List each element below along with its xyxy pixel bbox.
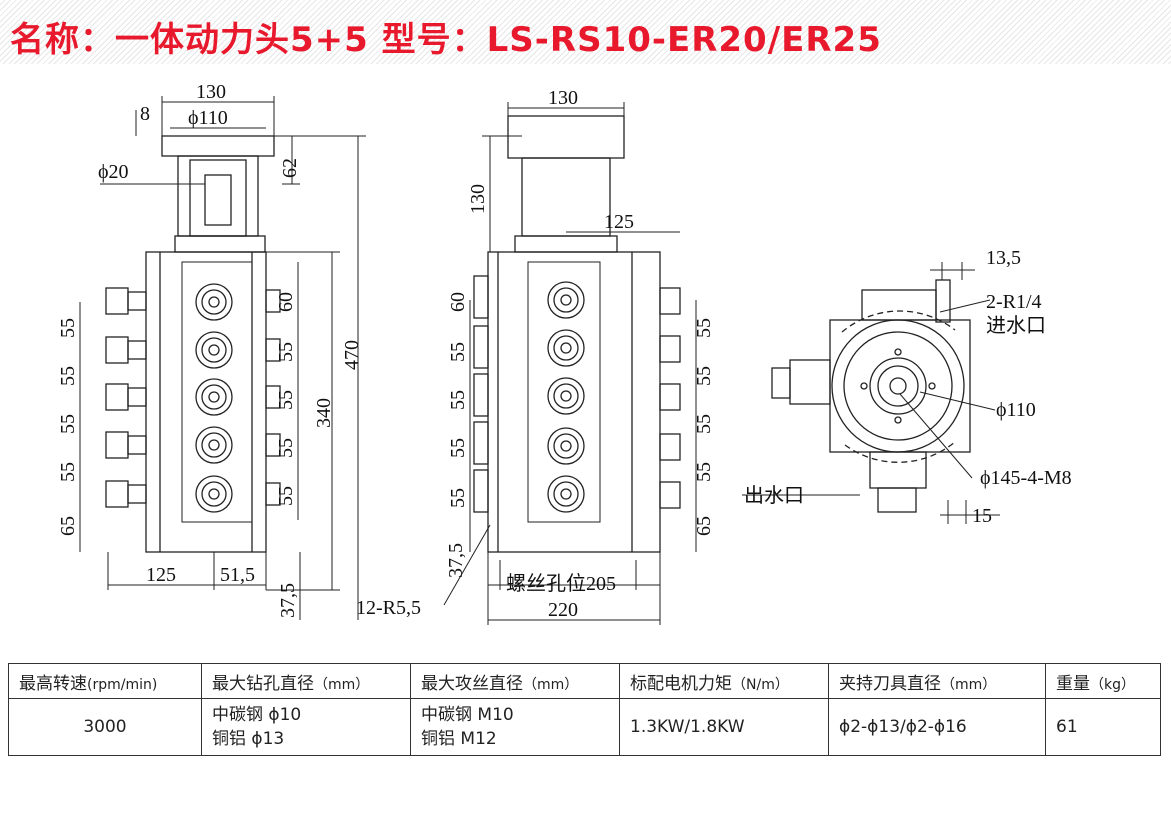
header-speed: 最高转速(rpm/min) xyxy=(8,663,202,699)
dim-mid-left-pitch-4: 55 xyxy=(447,488,469,508)
dim-right-d110: ϕ110 xyxy=(996,399,1036,421)
dim-left-right-pitch-4: 55 xyxy=(275,486,297,506)
dim-left-pitch-1: 55 xyxy=(57,318,79,338)
dim-left-flange-dia: ϕ110 xyxy=(188,107,228,129)
dim-right-d145: ϕ145-4-M8 xyxy=(980,467,1072,489)
dim-mid-h130: 130 xyxy=(467,184,489,214)
dim-left-h62: 62 xyxy=(279,158,301,178)
dim-mid-r-label: 12-R5,5 xyxy=(356,597,421,619)
dim-mid-top-width: 130 xyxy=(548,87,578,109)
dim-left-bottom: 65 xyxy=(57,516,79,536)
dim-left-right-pitch-2: 55 xyxy=(275,390,297,410)
cell-tap-copper: 铜铝 M12 xyxy=(421,729,497,749)
dim-left-w125: 125 xyxy=(146,564,176,586)
dim-left-top-width: 130 xyxy=(196,81,226,103)
cell-drill-copper: 铜铝 ϕ13 xyxy=(212,729,285,749)
dim-left-right-pitch-1: 55 xyxy=(275,342,297,362)
dim-left-pitch-3: 55 xyxy=(57,414,79,434)
spec-data-row: 3000 中碳钢 ϕ10 铜铝 ϕ13 中碳钢 M10 铜铝 M12 1.3KW… xyxy=(8,698,1161,756)
mid-side-nuts xyxy=(473,275,681,513)
cell-tap: 中碳钢 M10 铜铝 M12 xyxy=(410,698,620,756)
dim-left-right-top: 60 xyxy=(275,292,297,312)
header-drill: 最大钻孔直径（mm） xyxy=(201,663,411,699)
dim-mid-right-bottom: 65 xyxy=(693,516,715,536)
dim-left-h470: 470 xyxy=(341,340,363,370)
mid-spindle-column xyxy=(547,281,585,513)
header-torque: 标配电机力矩（N/m） xyxy=(619,663,829,699)
cell-clamp: ϕ2-ϕ13/ϕ2-ϕ16 xyxy=(828,698,1046,756)
header-weight: 重量（kg） xyxy=(1045,663,1161,699)
dim-left-shaft-dia: ϕ20 xyxy=(98,161,129,183)
dim-left-pitch-2: 55 xyxy=(57,366,79,386)
left-side-nuts xyxy=(105,287,281,508)
cell-drill: 中碳钢 ϕ10 铜铝 ϕ13 xyxy=(201,698,411,756)
cell-tap-steel: 中碳钢 M10 xyxy=(421,705,514,725)
dim-left-offset: 8 xyxy=(140,103,150,125)
dim-mid-right-pitch-4: 55 xyxy=(693,462,715,482)
dim-right-outlet: 出水口 xyxy=(744,484,804,507)
header-tap: 最大攻丝直径（mm） xyxy=(410,663,620,699)
dim-left-b37-5: 37,5 xyxy=(277,583,299,618)
dim-mid-w125: 125 xyxy=(604,211,634,233)
dim-mid-left-pitch-1: 55 xyxy=(447,342,469,362)
dim-right-d15: 15 xyxy=(972,505,992,527)
dim-mid-right-pitch-2: 55 xyxy=(693,366,715,386)
cell-weight: 61 xyxy=(1045,698,1161,756)
spec-header-row: 最高转速(rpm/min) 最大钻孔直径（mm） 最大攻丝直径（mm） 标配电机… xyxy=(8,663,1161,699)
dim-mid-left-pitch-2: 55 xyxy=(447,390,469,410)
dim-mid-right-pitch-1: 55 xyxy=(693,318,715,338)
left-front-view xyxy=(79,96,366,620)
dim-mid-left-pitch-3: 55 xyxy=(447,438,469,458)
dim-left-right-pitch-3: 55 xyxy=(275,438,297,458)
right-top-view xyxy=(742,262,1000,524)
header-clamp: 夹持刀具直径（mm） xyxy=(828,663,1046,699)
dim-mid-hole-pos: 螺丝孔位205 xyxy=(506,572,616,595)
left-spindle-column xyxy=(195,283,233,513)
page-title: 名称：一体动力头5+5 型号：LS-RS10-ER20/ER25 xyxy=(10,20,882,60)
dim-mid-right-pitch-3: 55 xyxy=(693,414,715,434)
dim-right-inlet: 2-R1/4 xyxy=(986,291,1042,313)
dim-mid-b37-5: 37,5 xyxy=(445,543,467,578)
cell-drill-steel: 中碳钢 ϕ10 xyxy=(212,705,302,725)
cell-torque: 1.3KW/1.8KW xyxy=(619,698,829,756)
dim-mid-left-top: 60 xyxy=(447,292,469,312)
middle-side-view xyxy=(443,102,697,625)
cell-speed: 3000 xyxy=(8,698,202,756)
title-bar: 名称：一体动力头5+5 型号：LS-RS10-ER20/ER25 xyxy=(0,0,1171,64)
technical-drawing: 130 8 ϕ110 ϕ20 62 470 340 55 55 55 55 65… xyxy=(57,81,1072,625)
dim-mid-w220: 220 xyxy=(548,599,578,621)
spec-table: 最高转速(rpm/min) 最大钻孔直径（mm） 最大攻丝直径（mm） 标配电机… xyxy=(8,663,1161,756)
dim-right-inlet-cn: 进水口 xyxy=(986,314,1046,337)
dim-left-w51-5: 51,5 xyxy=(220,564,255,586)
dim-left-h340: 340 xyxy=(313,398,335,428)
dim-right-13-5: 13,5 xyxy=(986,247,1021,269)
dim-left-pitch-4: 55 xyxy=(57,462,79,482)
